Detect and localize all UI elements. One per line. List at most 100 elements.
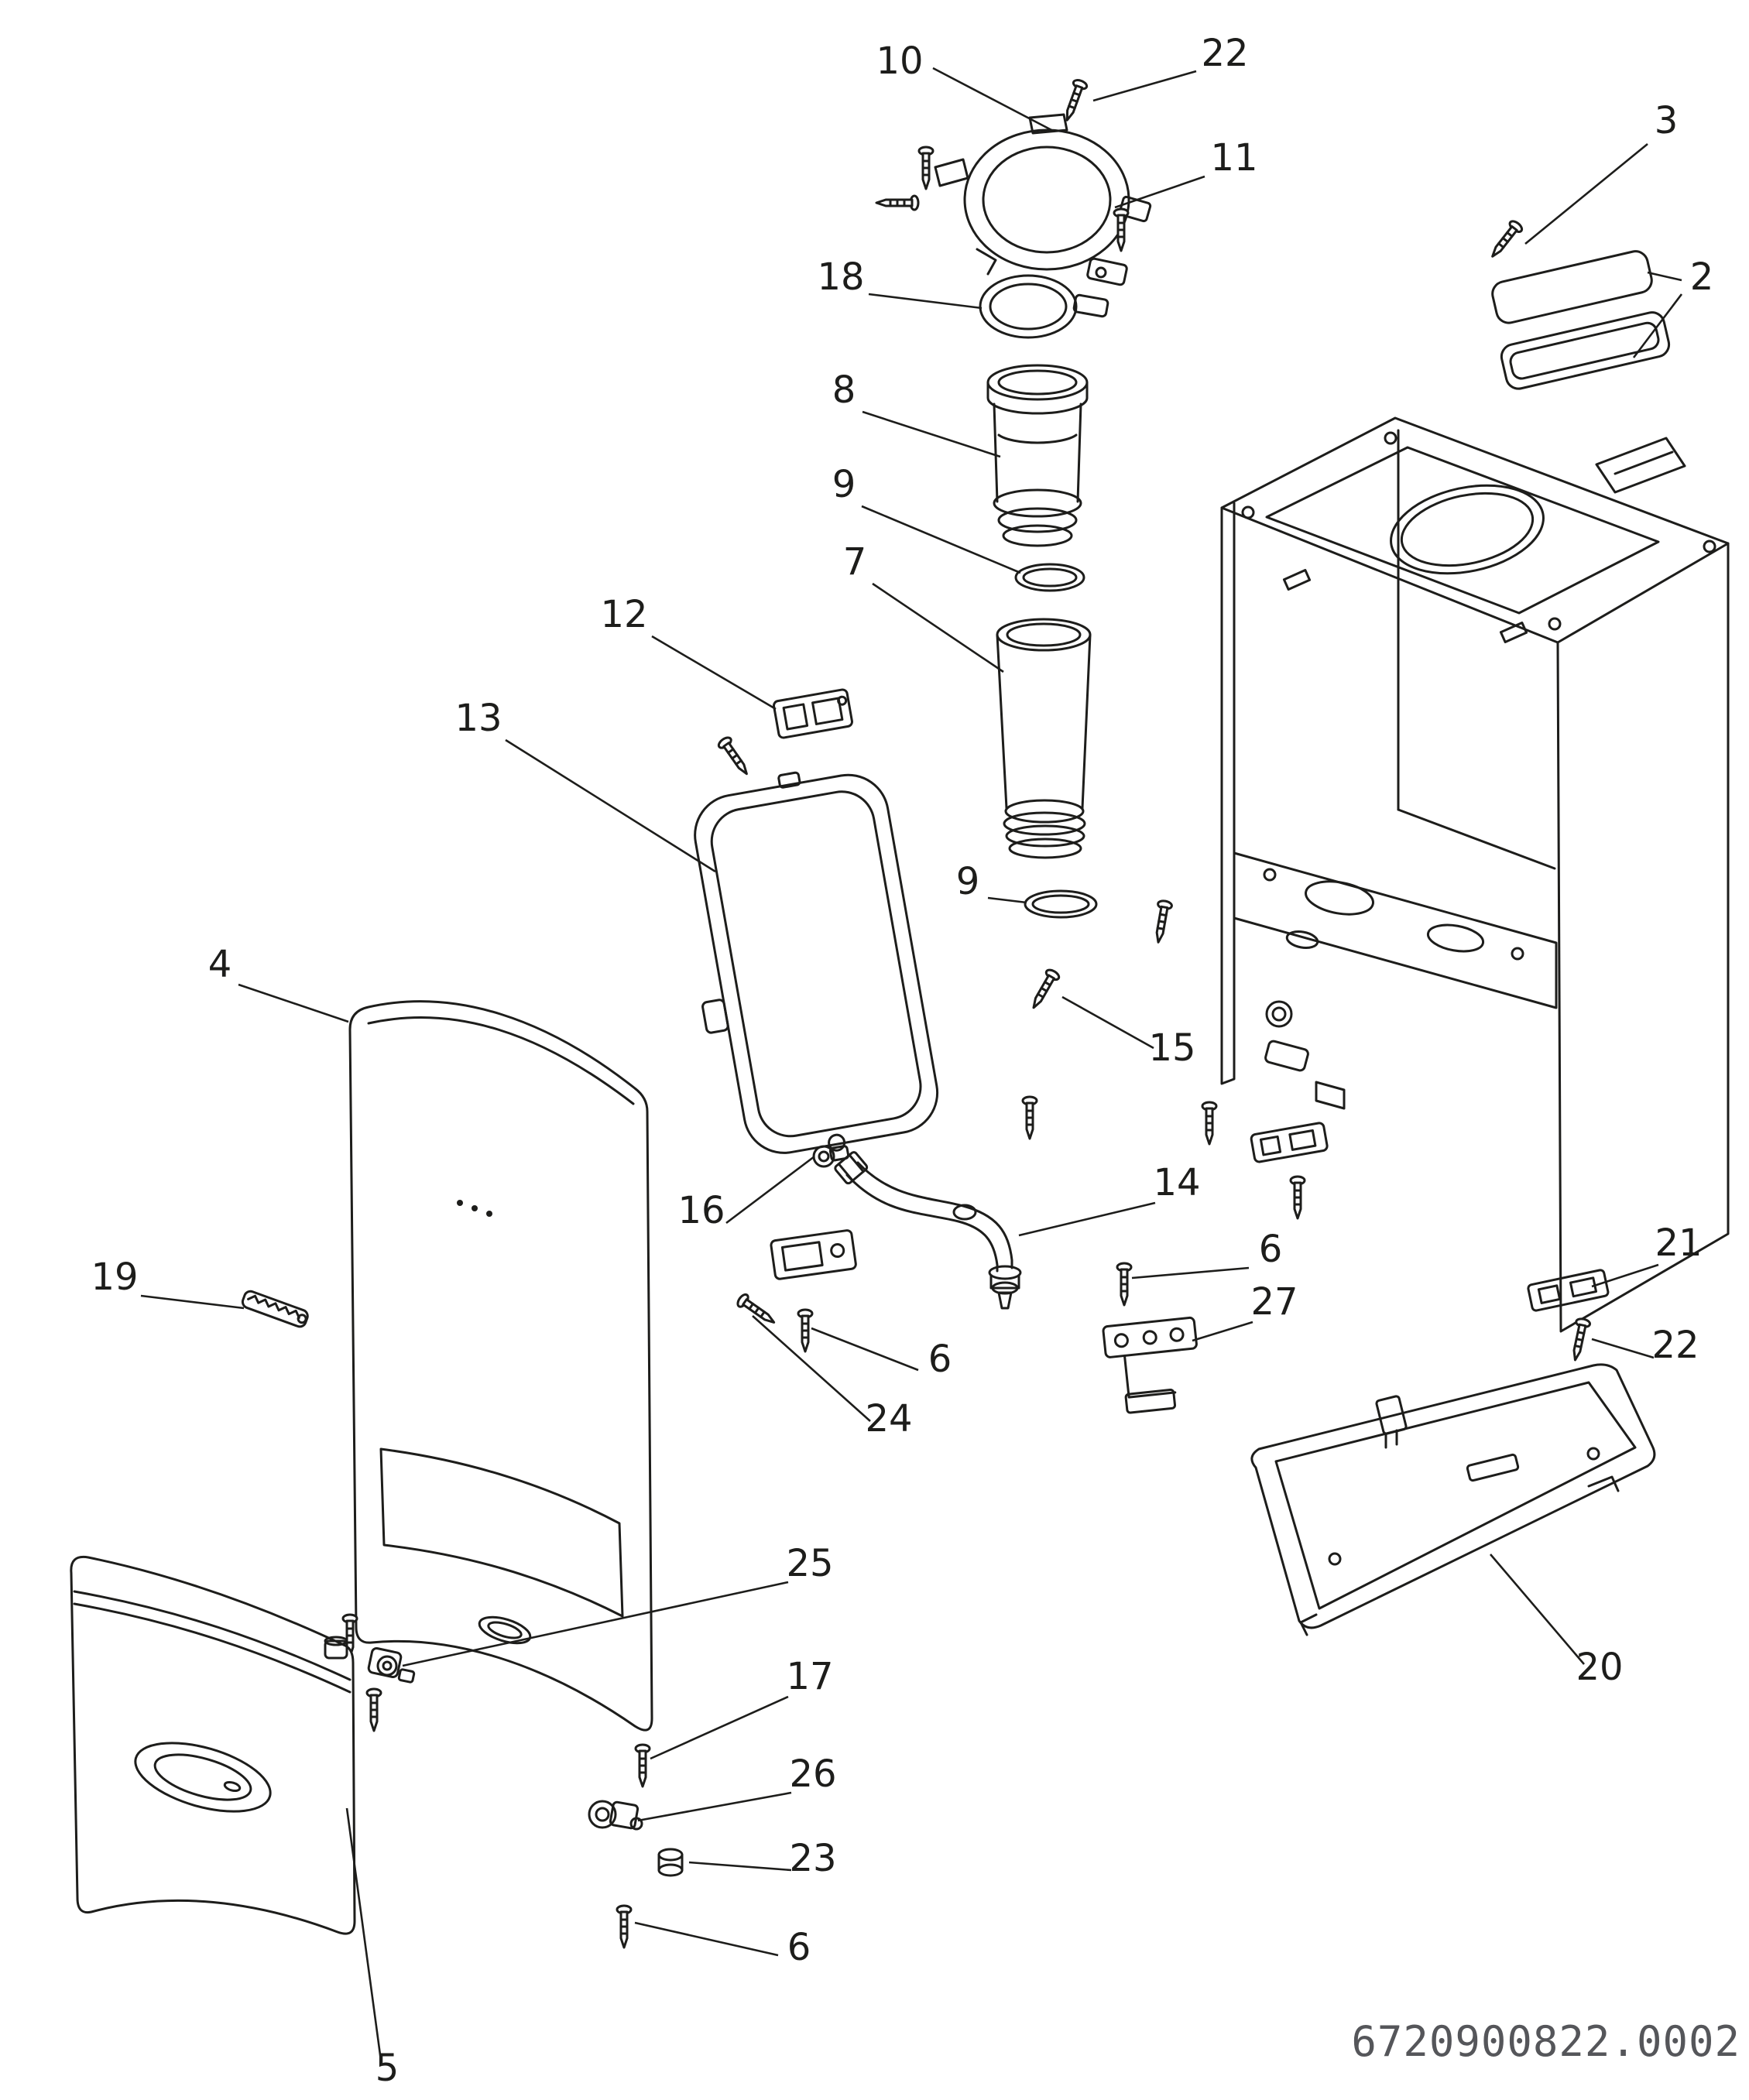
leader-line <box>752 1315 871 1422</box>
callout-24: 24 <box>752 1315 913 1441</box>
leader-line <box>1114 175 1205 209</box>
screw <box>1116 1262 1133 1307</box>
leader-line <box>1131 1266 1250 1280</box>
callout-3: 3 <box>1524 99 1679 245</box>
leader-line <box>637 1791 792 1822</box>
gasket-18 <box>979 274 1078 339</box>
inner-cover-13 <box>694 771 939 1162</box>
screw <box>1113 207 1130 252</box>
callout-label: 13 <box>454 697 502 740</box>
screw <box>797 1308 814 1353</box>
leader-line <box>1192 1321 1253 1342</box>
leader-line <box>862 410 1001 458</box>
callout-label: 2 <box>1690 255 1714 299</box>
callout-9-lower: 9 <box>956 860 1027 904</box>
callout-22-top: 22 <box>1092 32 1249 102</box>
screw <box>1150 899 1174 945</box>
leader-line <box>932 67 1055 133</box>
leader-line <box>238 983 349 1023</box>
callout-26: 26 <box>637 1752 837 1822</box>
callout-label: 27 <box>1250 1280 1298 1324</box>
callout-label: 9 <box>832 463 856 506</box>
mounting-bracket-mid-left <box>770 1229 857 1280</box>
leader-line <box>505 738 716 873</box>
callout-label: 20 <box>1576 1646 1623 1689</box>
callout-label: 21 <box>1655 1221 1702 1265</box>
callout-label: 23 <box>789 1837 836 1880</box>
leader-line <box>725 1155 815 1225</box>
callout-9-upper: 9 <box>832 463 1021 574</box>
access-panels-2 <box>1491 250 1671 390</box>
screw <box>715 734 754 779</box>
leader-line <box>634 1921 779 1957</box>
screw <box>1201 1101 1218 1146</box>
callout-5: 5 <box>345 1807 400 2090</box>
leader-line <box>987 896 1027 904</box>
leader-line <box>1061 995 1154 1050</box>
leader-line <box>345 1807 382 2061</box>
callout-label: 6 <box>787 1926 811 1969</box>
screw <box>616 1904 633 1949</box>
callout-label: 4 <box>208 943 232 986</box>
screw <box>1289 1175 1306 1220</box>
leader-line <box>868 293 983 310</box>
callout-label: 25 <box>786 1542 833 1585</box>
fitting-26 <box>588 1800 643 1831</box>
callout-22-right: 22 <box>1591 1324 1699 1367</box>
leader-line <box>1092 70 1197 102</box>
callout-label: 22 <box>1651 1324 1699 1367</box>
leader-line <box>872 582 1004 673</box>
leader-line <box>1591 1338 1655 1359</box>
leader-line <box>1647 271 1682 282</box>
callout-label: 26 <box>789 1752 836 1796</box>
callout-13: 13 <box>454 697 716 873</box>
leader-line <box>140 1294 245 1310</box>
callout-15: 15 <box>1061 995 1196 1070</box>
callout-label: 3 <box>1655 99 1679 142</box>
callout-4: 4 <box>208 943 349 1023</box>
latch-25 <box>324 1636 416 1684</box>
flue-pipe-7 <box>996 618 1092 859</box>
callout-6-right: 6 <box>1131 1228 1283 1280</box>
callout-23: 23 <box>688 1837 837 1880</box>
callout-label: 16 <box>677 1189 725 1232</box>
callout-label: 7 <box>843 540 867 584</box>
casing-frame <box>1220 416 1730 1333</box>
leader-line <box>811 1327 919 1372</box>
callout-2: 2 <box>1632 255 1714 358</box>
nut-23 <box>657 1848 684 1877</box>
pipe-14 <box>834 1151 1022 1310</box>
callout-11: 11 <box>1114 136 1258 209</box>
drawing-number: 6720900822.0002 <box>1351 2017 1740 2066</box>
clip-19 <box>241 1290 309 1328</box>
o-ring-9-upper <box>1014 563 1085 592</box>
callout-label: 12 <box>600 593 647 636</box>
callout-10: 10 <box>876 39 1055 133</box>
leader-line <box>1591 1263 1659 1288</box>
callout-6-mid: 6 <box>811 1327 952 1381</box>
leader-line <box>402 1581 789 1667</box>
screw <box>1021 1095 1038 1140</box>
callout-label: 15 <box>1148 1026 1195 1070</box>
callout-label: 24 <box>865 1397 912 1441</box>
screw <box>1026 967 1062 1012</box>
callout-label: 8 <box>832 368 856 412</box>
callout-label: 6 <box>928 1338 952 1381</box>
bracket-27 <box>1102 1316 1198 1414</box>
callout-label: 14 <box>1153 1161 1200 1204</box>
screw <box>917 146 935 190</box>
leader-line <box>651 635 777 711</box>
callout-27: 27 <box>1192 1280 1298 1342</box>
callout-7: 7 <box>843 540 1004 673</box>
o-ring-9-lower <box>1024 889 1098 919</box>
callout-label: 11 <box>1210 136 1257 180</box>
callout-label: 6 <box>1259 1228 1283 1271</box>
callout-label: 5 <box>376 2047 400 2090</box>
callout-14: 14 <box>1018 1161 1201 1237</box>
callout-25: 25 <box>402 1542 834 1667</box>
callout-20: 20 <box>1490 1554 1624 1689</box>
leader-line <box>1524 142 1648 245</box>
